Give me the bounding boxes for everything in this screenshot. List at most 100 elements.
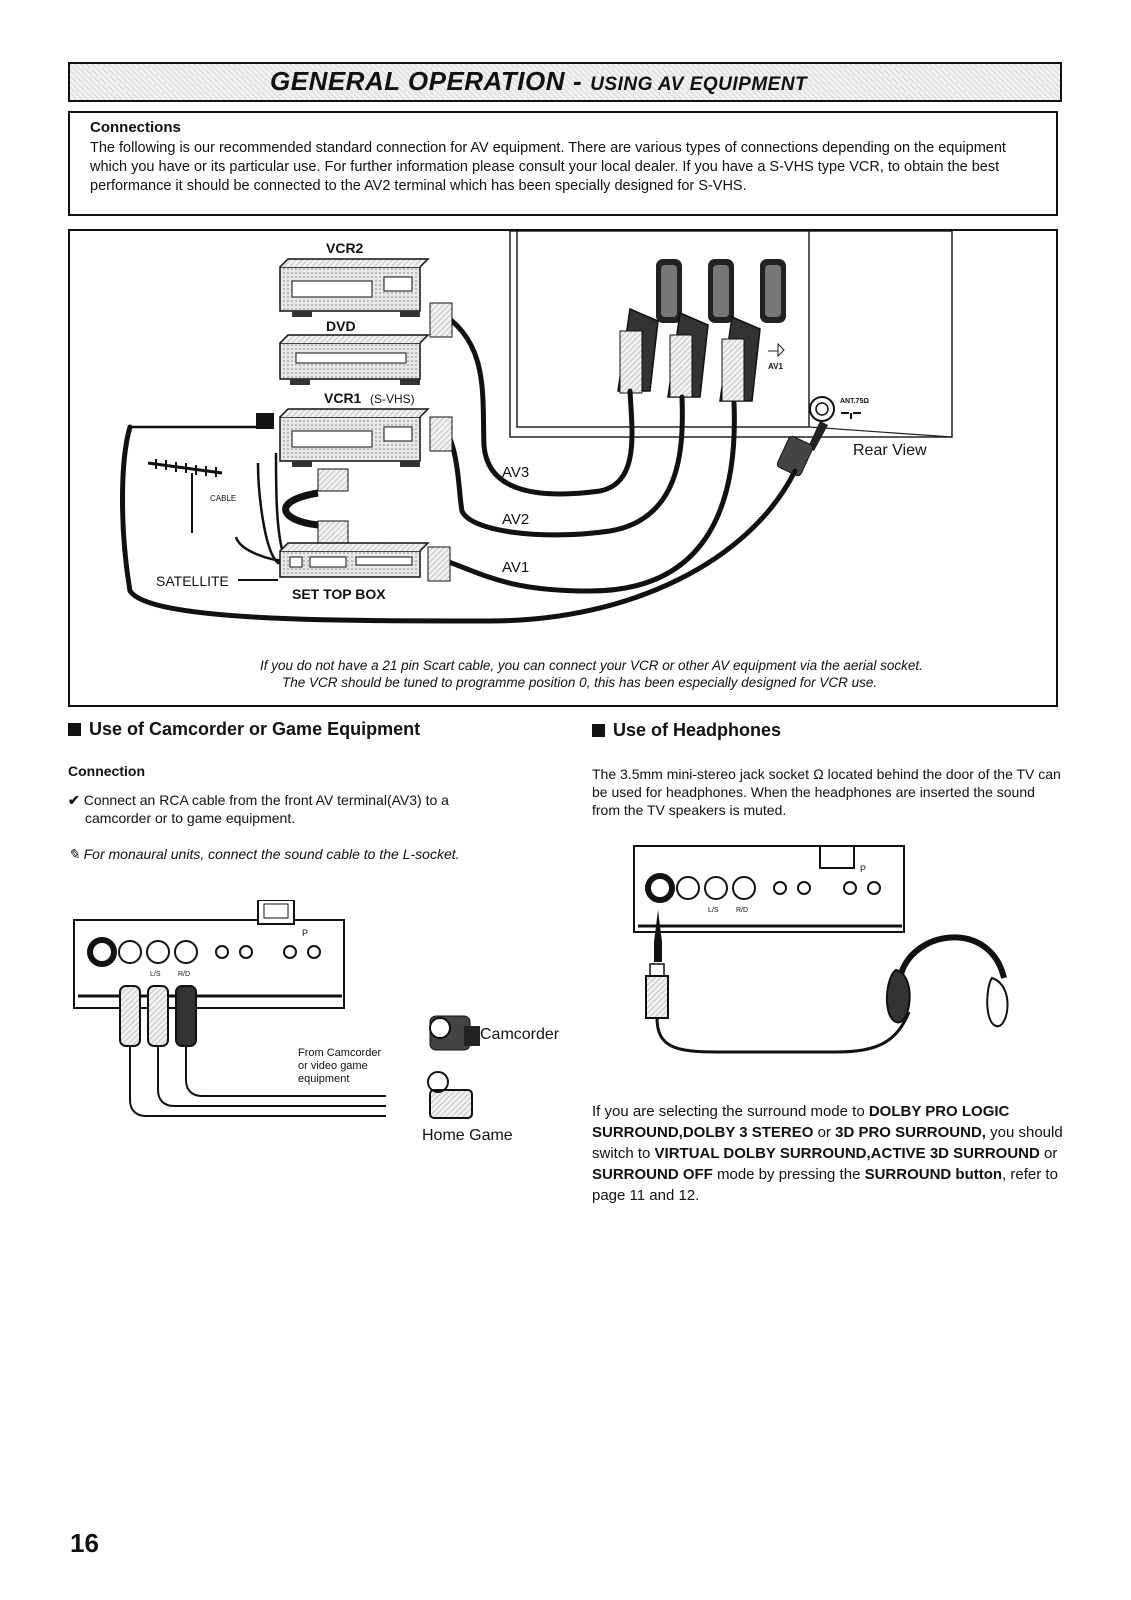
camcorder-heading-text: Use of Camcorder or Game Equipment: [89, 719, 421, 739]
rca-cables: [129, 1046, 386, 1117]
panel-ls-label: L/S: [150, 971, 161, 978]
vcr1-sub-label: (S-VHS): [370, 392, 415, 406]
scart-adaptor: [282, 468, 349, 544]
surround-bold-1: DOLBY PRO LOGIC SURROUND,DOLBY 3 STEREO: [592, 1103, 1010, 1141]
camcorder-step-line2: camcorder or to game equipment.: [85, 810, 296, 826]
from-label-2: or video game: [298, 1060, 368, 1072]
title-sub: USING AV EQUIPMENT: [590, 74, 808, 95]
from-label-1: From Camcorder: [298, 1047, 381, 1059]
volume-up-button: [797, 881, 811, 895]
headphone-jack: [645, 873, 675, 903]
programme-down-button: [843, 881, 857, 895]
page-banner: GENERAL OPERATION-USING AV EQUIPMENT: [68, 62, 1062, 102]
surround-note: If you are selecting the surround mode t…: [592, 1101, 1072, 1206]
panel-door-tab: [819, 845, 855, 869]
volume-down-button: [773, 881, 787, 895]
camcorder-step-line1: Connect an RCA cable from the front AV t…: [83, 792, 449, 808]
vcr1-rf-plug: [256, 413, 274, 429]
audio-right-jack: [174, 940, 198, 964]
video-jack: [676, 876, 700, 900]
connections-box: Connections The following is our recomme…: [68, 111, 1058, 216]
camcorder-icon: [429, 1015, 480, 1051]
av2-label: AV2: [502, 511, 529, 528]
ant-label: ANT.75Ω: [840, 398, 869, 405]
programme-up-button: [867, 881, 881, 895]
page-title: GENERAL OPERATION-USING AV EQUIPMENT: [270, 66, 807, 97]
headphone-cable: [655, 1011, 911, 1054]
connections-text: The following is our recommended standar…: [90, 140, 1006, 194]
satellite-label: SATELLITE: [156, 573, 229, 589]
aerial-socket: ANT.75Ω: [776, 396, 869, 477]
scart-socket-av2: [708, 259, 734, 323]
audio-left-jack: [704, 876, 728, 900]
camcorder-connection-step: ✔Connect an RCA cable from the front AV …: [68, 791, 498, 827]
from-label-3: equipment: [298, 1073, 349, 1085]
scart-input-icon: [768, 342, 785, 358]
audio-left-jack: [146, 940, 170, 964]
headphones-section-heading: Use of Headphones: [592, 720, 781, 741]
camcorder-connection-label: Connection: [68, 763, 145, 779]
headphone-jack: [87, 937, 117, 967]
vcr2-label: VCR2: [326, 240, 364, 256]
surround-text-1: If you are selecting the surround mode t…: [592, 1103, 869, 1120]
panel-rd-label: R/D: [178, 971, 190, 978]
game-console-icon: [427, 1071, 473, 1119]
surround-text-5: mode by pressing the: [712, 1166, 865, 1183]
front-av-panel-drawing: P L/S R/D From Camcorder or video game e…: [73, 900, 560, 1144]
rear-view-label: Rear View: [853, 442, 927, 459]
scart-plug-av2: [667, 311, 709, 398]
av3-label: AV3: [502, 464, 529, 481]
scart-plug-av1: [719, 315, 761, 402]
connection-diagram: AV1 ANT.75Ω Rear View: [68, 229, 1058, 707]
vcr2-scart-plug: [429, 302, 453, 338]
av1-socket-label: AV1: [768, 362, 784, 371]
headphones-heading-text: Use of Headphones: [613, 720, 782, 740]
vcr1-device: [279, 408, 430, 467]
vcr1-scart-plug: [429, 416, 453, 452]
surround-bold-5: SURROUND button: [864, 1166, 1003, 1183]
camcorder-note: ✎ For monaural units, connect the sound …: [68, 845, 460, 863]
surround-text-2: or: [813, 1124, 836, 1141]
connections-heading: Connections: [90, 119, 181, 136]
headphone-jack-plug: [645, 963, 669, 1019]
scart-socket-av3: [656, 259, 682, 323]
camcorder-section-heading: Use of Camcorder or Game Equipment: [68, 719, 420, 740]
video-jack: [118, 940, 142, 964]
home-game-label: Home Game: [422, 1127, 513, 1144]
cable-label: CABLE: [210, 494, 236, 503]
surround-bold-4: SURROUND OFF: [592, 1166, 713, 1183]
panel-p-label: P: [302, 928, 308, 938]
panel-ls-label: L/S: [708, 907, 719, 914]
surround-bold-3: VIRTUAL DOLBY SURROUND,ACTIVE 3D SURROUN…: [654, 1145, 1040, 1162]
dvd-device: [279, 334, 430, 385]
headphones-text: The 3.5mm mini-stereo jack socket Ω loca…: [592, 766, 1061, 818]
scart-socket-av1: [760, 259, 786, 323]
vcr2-device: [279, 258, 430, 317]
surround-bold-2: 3D PRO SURROUND,: [835, 1124, 986, 1141]
headphone-panel-drawing: P L/S R/D: [633, 845, 1009, 1054]
diagram-note-line1: If you do not have a 21 pin Scart cable,…: [260, 658, 923, 673]
pencil-note-icon: ✎: [68, 846, 84, 862]
programme-down-button: [283, 945, 297, 959]
aerial-antenna-icon: [147, 459, 223, 533]
camcorder-note-text: For monaural units, connect the sound ca…: [83, 846, 460, 862]
surround-text-4: or: [1039, 1145, 1058, 1162]
headphones-icon: [885, 934, 1009, 1028]
volume-up-button: [239, 945, 253, 959]
camcorder-label: Camcorder: [480, 1026, 560, 1043]
title-separator: -: [573, 66, 583, 96]
panel-p-label: P: [860, 864, 866, 874]
title-main: GENERAL OPERATION: [270, 66, 566, 96]
av1-label: AV1: [502, 559, 529, 576]
diagram-note: If you do not have a 21 pin Scart cable,…: [260, 657, 1040, 691]
connection-diagram-drawing: AV1 ANT.75Ω Rear View: [120, 231, 953, 624]
set-top-box-device: [279, 542, 430, 578]
insert-arrow-icon: [654, 910, 662, 942]
programme-up-button: [307, 945, 321, 959]
scart-cables: [120, 308, 798, 624]
panel-rd-label: R/D: [736, 907, 748, 914]
surround-text-3: you should switch to: [592, 1124, 1063, 1162]
page-number: 16: [70, 1528, 99, 1558]
diagram-note-line2: The VCR should be tuned to programme pos…: [282, 675, 878, 690]
bullet-square-icon: [592, 724, 605, 737]
